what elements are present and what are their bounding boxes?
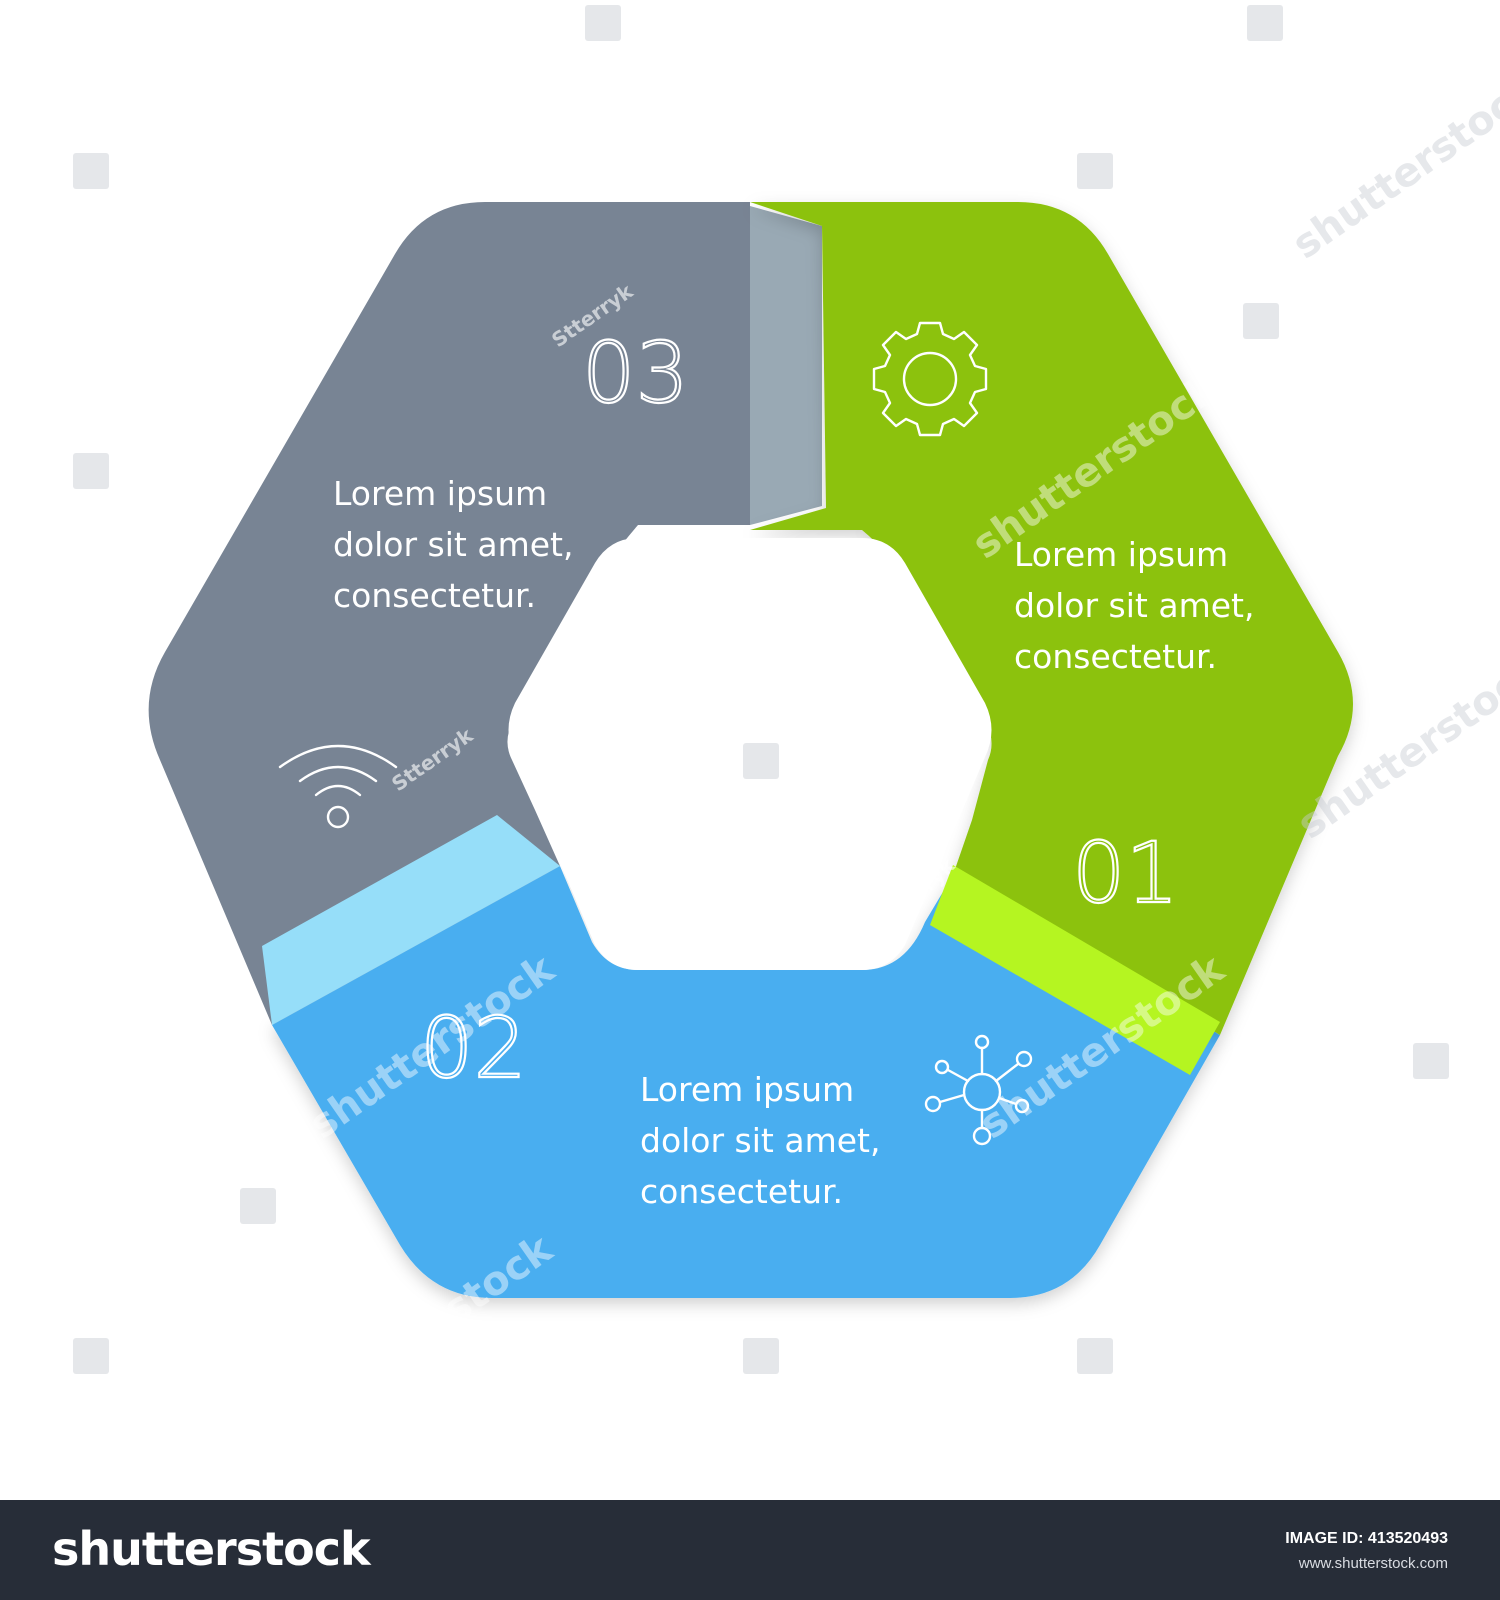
footer-bar: shutterstock IMAGE ID: 413520493 www.shu… xyxy=(0,1500,1500,1600)
segment-03-fold xyxy=(750,206,822,525)
segment-03-text: Lorem ipsum dolor sit amet, consectetur. xyxy=(333,474,584,615)
segment-03-line-3: consectetur. xyxy=(333,576,536,615)
segment-03-number: 03 xyxy=(582,324,689,422)
watermark-square xyxy=(1077,1338,1113,1374)
segment-01-fold xyxy=(930,865,1220,1075)
hexagon-cycle-diagram: 03 01 02 Lorem ipsum dolor sit amet, con… xyxy=(73,0,1500,1374)
segment-03-line-2: dolor sit amet, xyxy=(333,525,573,564)
wifi-icon xyxy=(278,744,398,829)
segment-03-shape xyxy=(148,202,751,1025)
segment-01-line-3: consectetur. xyxy=(1014,637,1217,676)
segment-02-number: 02 xyxy=(420,999,527,1097)
watermark-square xyxy=(1413,1043,1449,1079)
watermark-text-5: shutterstock xyxy=(799,0,1061,118)
watermark-square xyxy=(1077,153,1113,189)
hexagon-diagram-stage: 03 01 02 Lorem ipsum dolor sit amet, con… xyxy=(73,0,1500,1374)
segment-02-fold xyxy=(262,815,560,1025)
segment-01-line-1: Lorem ipsum xyxy=(1014,535,1228,574)
segment-01-shape xyxy=(750,202,1353,1035)
watermark-square xyxy=(73,1338,109,1374)
gear-icon xyxy=(872,321,988,437)
segment-02-line-1: Lorem ipsum xyxy=(640,1070,854,1109)
footer-image-id: IMAGE ID: 413520493 xyxy=(1285,1530,1448,1547)
segment-02-text: Lorem ipsum dolor sit amet, consectetur. xyxy=(640,1070,891,1211)
watermark-square xyxy=(585,5,621,41)
footer-url[interactable]: www.shutterstock.com xyxy=(1298,1555,1448,1572)
segment-03-line-1: Lorem ipsum xyxy=(333,474,547,513)
segment-01-line-2: dolor sit amet, xyxy=(1014,586,1254,625)
watermark-square xyxy=(73,153,109,189)
segment-01-number: 01 xyxy=(1072,824,1179,922)
watermark-square xyxy=(1247,5,1283,41)
segment-02-shape xyxy=(272,866,1220,1298)
watermark-square xyxy=(743,743,779,779)
watermark-square xyxy=(743,1338,779,1374)
segment-02-line-3: consectetur. xyxy=(640,1172,843,1211)
watermark-text-8: shutterstock xyxy=(1284,65,1500,268)
watermark-square xyxy=(1243,303,1279,339)
segment-02-line-2: dolor sit amet, xyxy=(640,1121,880,1160)
watermark-square xyxy=(73,453,109,489)
watermark-square xyxy=(240,1188,276,1224)
footer-logo[interactable]: shutterstock xyxy=(52,1522,371,1576)
segment-01-text: Lorem ipsum dolor sit amet, consectetur. xyxy=(1014,535,1265,676)
network-icon xyxy=(924,1034,1033,1146)
